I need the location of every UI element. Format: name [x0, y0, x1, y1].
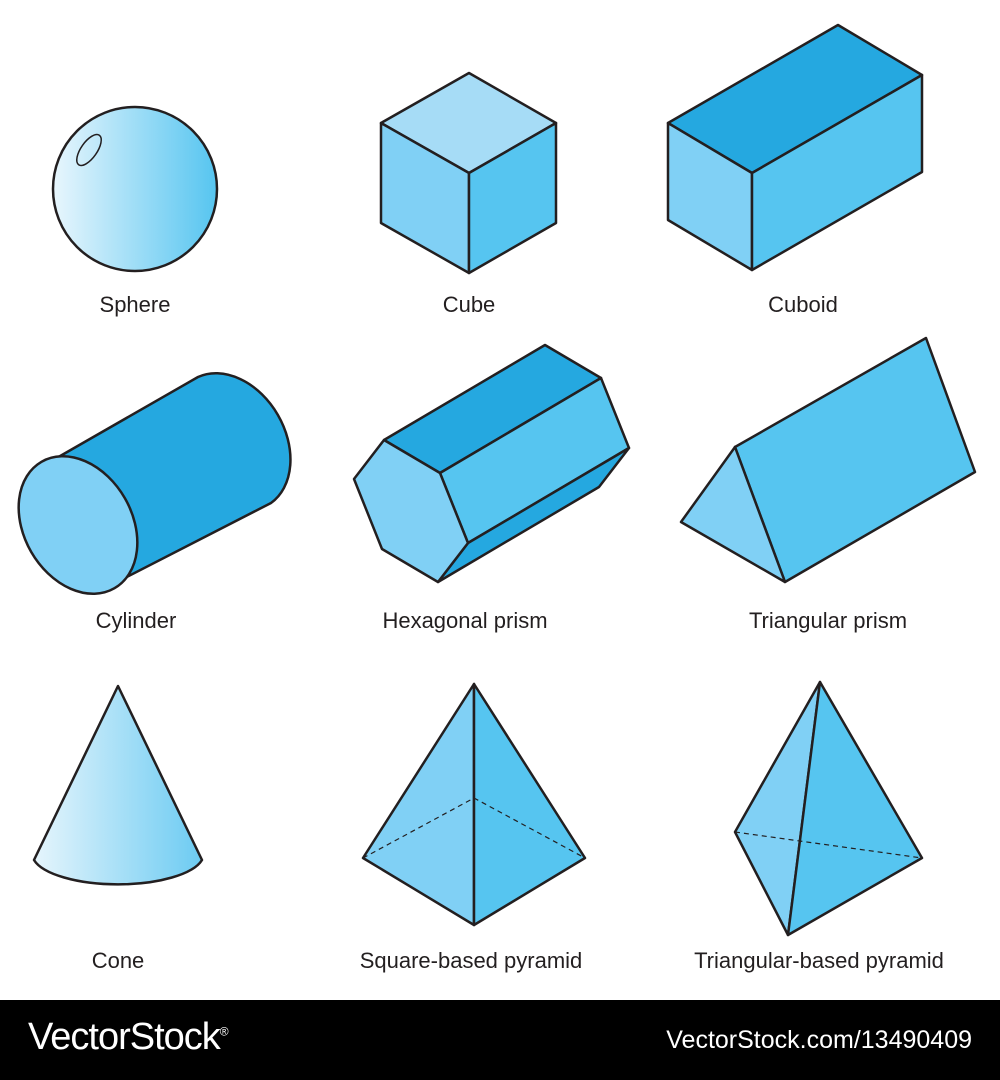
shape-label: Cube [442, 292, 496, 317]
brand-text: VectorStock [28, 1016, 221, 1058]
shape-label: Cylinder [95, 608, 177, 633]
shape-label: Hexagonal prism [382, 608, 548, 633]
image-credit: VectorStock.com/13490409 [666, 1026, 972, 1054]
square-based-pyramid-shape [361, 682, 587, 927]
cylinder-shape [17, 372, 292, 595]
hexagonal-prism-shape [352, 343, 631, 584]
shapes-illustration [17, 23, 977, 937]
vectorstock-logo: VectorStock® [28, 1016, 229, 1059]
cuboid-shape [666, 23, 924, 272]
cone-shape [32, 684, 204, 886]
watermark-footer: VectorStock® VectorStock.com/13490409 [0, 1000, 1000, 1080]
triangular-prism-shape [679, 336, 977, 584]
triangular-based-pyramid-shape [733, 680, 924, 937]
shape-label: Sphere [99, 292, 171, 317]
cube-shape [379, 71, 558, 275]
shape-label: Triangular-based pyramid [694, 948, 944, 973]
registered-mark: ® [219, 1024, 229, 1039]
shape-label: Cone [91, 948, 145, 973]
sphere-shape [51, 105, 219, 273]
shape-label: Triangular prism [748, 608, 908, 633]
shape-label: Cuboid [768, 292, 838, 317]
shapes-diagram: Sphere Cube Cuboid Cylinder Hexagonal pr… [17, 23, 977, 973]
shape-label: Square-based pyramid [359, 948, 583, 973]
